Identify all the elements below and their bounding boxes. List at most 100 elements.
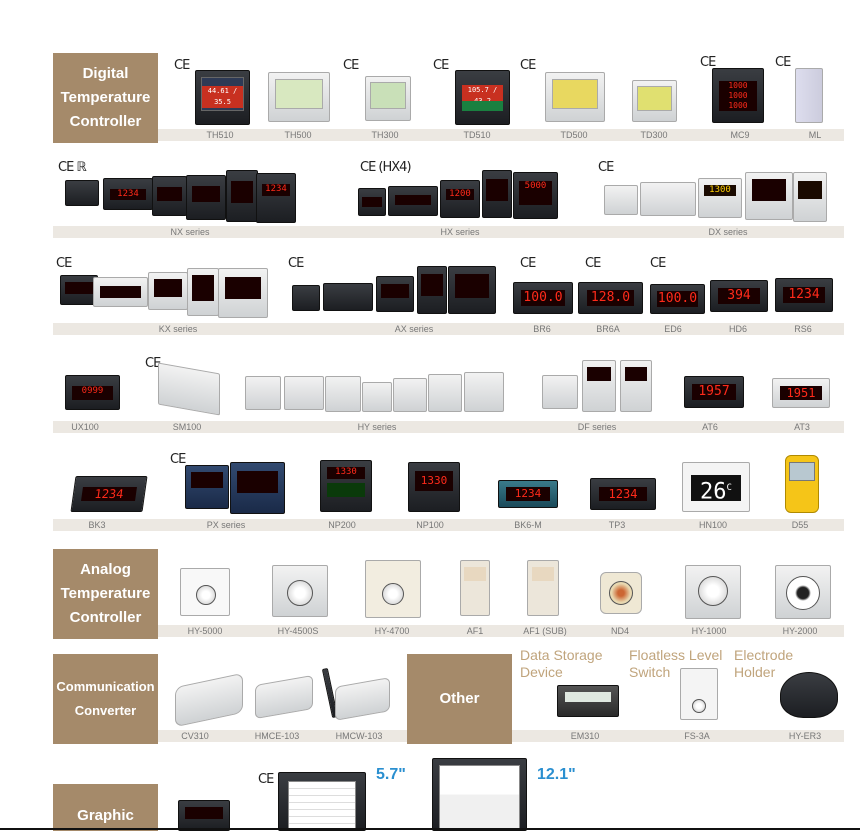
product-image-hx: 5000	[513, 172, 558, 219]
product-image-df	[620, 360, 652, 412]
product-image-hmcw103	[335, 677, 390, 721]
product-label: HY-ER3	[788, 731, 822, 741]
product-label: AX series	[394, 324, 434, 334]
product-image-hx	[388, 186, 438, 216]
category-analog-temperature-controller: Analog Temperature Controller	[53, 549, 158, 639]
product-label: TH510	[206, 130, 234, 140]
product-label: TD300	[640, 130, 668, 140]
product-image-td510: 105.7 / 43.2	[455, 70, 510, 125]
product-label: DX series	[708, 227, 748, 237]
ce-mark: CE	[56, 256, 72, 271]
product-label: HMCW-103	[335, 731, 383, 741]
product-label: TP3	[608, 520, 626, 530]
product-image-br6: 100.0	[513, 282, 573, 314]
display-readout: 1234	[505, 487, 551, 501]
product-image-nx	[186, 175, 226, 220]
product-label: AF1	[466, 626, 484, 636]
product-image-px	[185, 465, 229, 509]
product-image-hy1000	[685, 565, 741, 619]
product-image-nx: 1234	[256, 173, 296, 223]
product-image-graphic-small	[178, 800, 230, 831]
product-image-cv310	[175, 672, 243, 728]
product-image-ax	[292, 285, 320, 311]
product-label: FS-3A	[684, 731, 710, 741]
product-image-hyer3	[780, 672, 838, 718]
ce-mark: CE	[288, 256, 304, 271]
product-image-nx	[226, 170, 258, 222]
label-bar	[53, 519, 844, 531]
product-image-ax	[448, 266, 496, 314]
product-label: HY-4500S	[277, 626, 319, 636]
product-image-rs6: 1234	[775, 278, 833, 312]
product-image-fs3a	[680, 668, 718, 720]
product-label: NX series	[170, 227, 210, 237]
label-bar	[158, 129, 844, 141]
product-image-td500	[545, 72, 605, 122]
product-image-dx	[793, 172, 827, 222]
product-label: NP200	[328, 520, 356, 530]
ce-mark: CE	[598, 160, 614, 175]
category-communication-converter: Communication Converter	[53, 654, 158, 744]
product-label: ED6	[664, 324, 682, 334]
product-label: HD6	[728, 324, 747, 334]
ce-mark: CE	[170, 452, 186, 467]
ce-mark: CE	[174, 58, 190, 73]
product-image-nx	[65, 180, 99, 206]
display-readout: 1957	[691, 384, 737, 400]
product-image-sm100	[158, 362, 220, 416]
product-label: HX series	[440, 227, 480, 237]
product-label: TD500	[560, 130, 588, 140]
product-image-px	[230, 462, 285, 514]
product-label: AT6	[702, 422, 718, 432]
product-label: HY-4700	[374, 626, 410, 636]
ce-hx4-mark: CE (HX4)	[360, 160, 412, 175]
product-image-ax	[376, 276, 414, 312]
product-image-th500	[268, 72, 330, 122]
product-label: AF1 (SUB)	[523, 626, 567, 636]
product-image-dx	[604, 185, 638, 215]
product-image-df	[542, 375, 578, 409]
product-image-th510: 44.61 / 35.5	[195, 70, 250, 125]
product-image-br6a: 128.0	[578, 282, 643, 314]
product-image-ml	[795, 68, 823, 123]
product-image-af1sub	[527, 560, 559, 616]
product-label: CV310	[181, 731, 209, 741]
other-title-data-storage: Data Storage Device	[520, 647, 603, 680]
product-label: NP100	[416, 520, 444, 530]
product-label: HY-1000	[691, 626, 727, 636]
product-label: TD510	[463, 130, 491, 140]
product-label: AT3	[794, 422, 810, 432]
product-image-af1	[460, 560, 490, 616]
display-readout: 1234	[598, 487, 648, 501]
display-readout: 1951	[779, 386, 823, 400]
product-image-th300	[365, 76, 411, 121]
product-image-dx: 1300	[698, 178, 742, 218]
ce-mark: CE	[650, 256, 666, 271]
product-label: HMCE-103	[254, 731, 300, 741]
product-image-hn100: 26C	[682, 462, 750, 512]
label-bar	[53, 226, 844, 238]
product-image-at3: 1951	[772, 378, 830, 408]
display-readout: 394	[717, 288, 761, 304]
product-image-kx	[218, 268, 268, 318]
ce-mark: CE	[700, 55, 716, 70]
product-label: HN100	[698, 520, 727, 530]
other-title-floatless-level: Floatless Level Switch	[629, 647, 723, 680]
product-label: HY-5000	[187, 626, 223, 636]
product-label: EM310	[570, 731, 600, 741]
display-readout: 5000	[519, 181, 552, 205]
display-readout: 0999	[72, 386, 113, 400]
ce-mark: CE	[520, 58, 536, 73]
display-readout: 44.61 / 35.5	[202, 86, 243, 108]
product-image-hy5000	[180, 568, 230, 616]
display-value: 26	[700, 479, 727, 501]
display-readout: 26C	[690, 475, 742, 501]
category-digital-temperature-controller: Digital Temperature Controller	[53, 53, 158, 143]
product-image-hy	[284, 376, 324, 410]
display-readout: 1234	[81, 487, 137, 501]
screen-size-5-7: 5.7"	[376, 766, 406, 783]
product-image-dx	[640, 182, 696, 216]
product-image-nx: 1234	[103, 178, 153, 210]
display-readout: 1234	[109, 189, 147, 200]
label-bar	[53, 323, 844, 335]
